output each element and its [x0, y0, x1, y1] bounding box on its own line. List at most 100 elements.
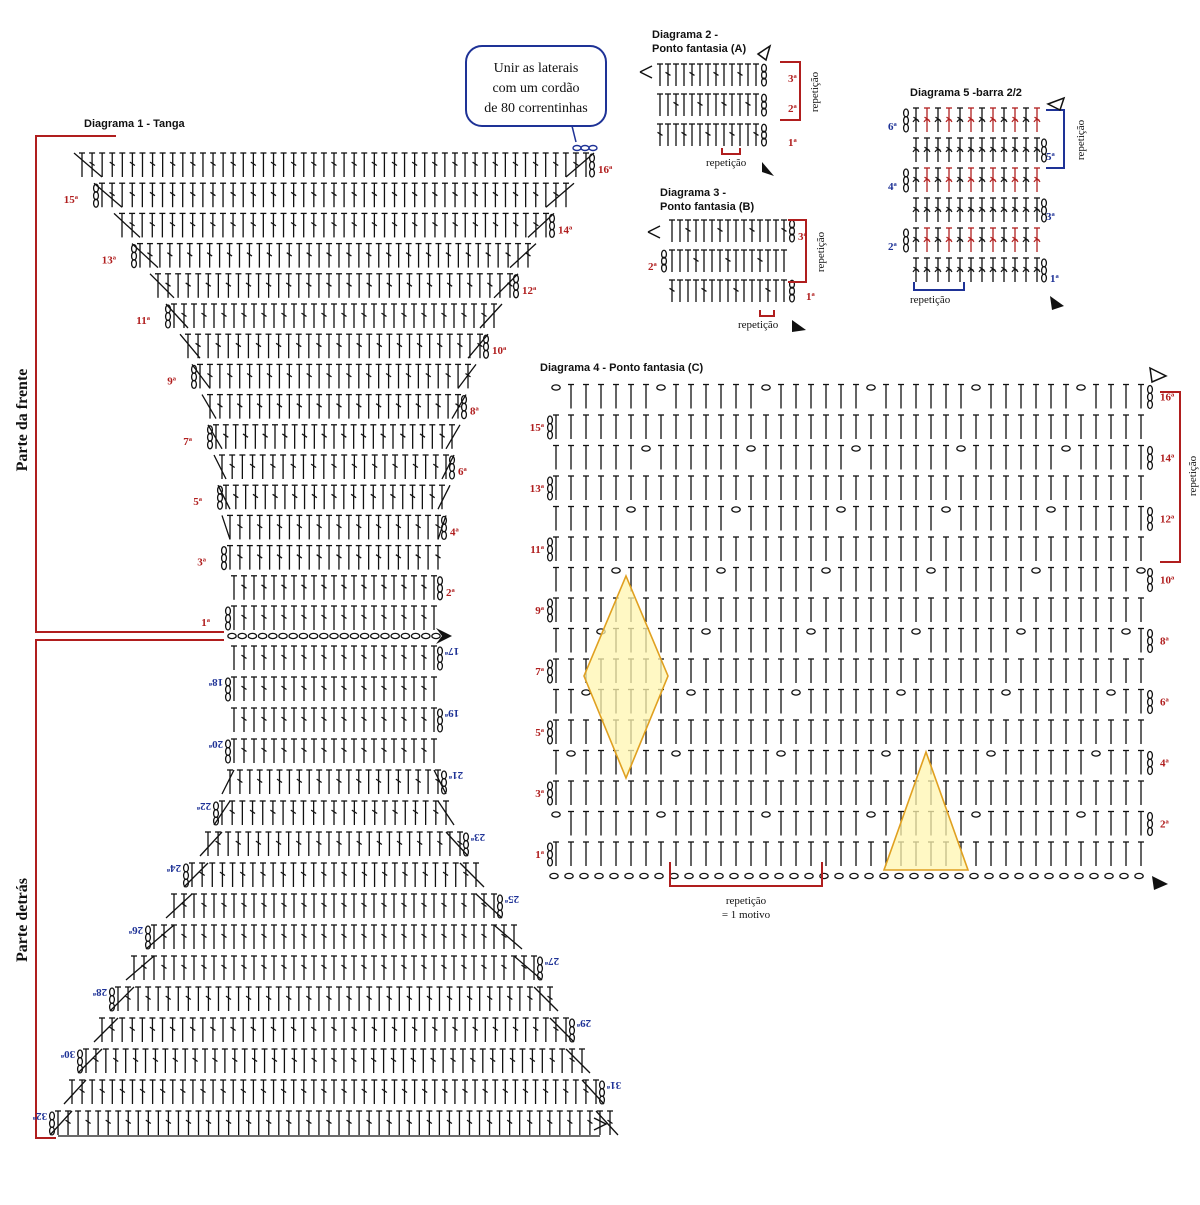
double-crochet-stitch [502, 1080, 508, 1104]
half-double-stitch [793, 659, 799, 683]
half-double-stitch [883, 507, 889, 531]
half-double-stitch [456, 1111, 462, 1135]
half-double-stitch [405, 515, 411, 539]
front-row-number: 3ª [197, 557, 207, 569]
half-double-stitch [271, 677, 277, 701]
chain-stitch [422, 633, 430, 638]
half-double-stitch [523, 153, 529, 177]
half-double-stitch [853, 629, 859, 653]
half-double-stitch [251, 708, 257, 732]
half-double-stitch [231, 894, 237, 918]
half-double-stitch [898, 385, 904, 409]
double-crochet-stitch [607, 1111, 613, 1135]
chain-stitch [228, 633, 236, 638]
double-crochet-stitch [470, 1049, 476, 1073]
double-crochet-stitch [425, 364, 431, 388]
diagram-2-top-arrow-icon [758, 46, 770, 60]
double-crochet-stitch [311, 1018, 317, 1042]
half-double-stitch [1003, 781, 1009, 805]
half-double-stitch [271, 739, 277, 763]
half-double-stitch [220, 183, 226, 207]
half-double-stitch [400, 1049, 406, 1073]
half-double-stitch [745, 124, 751, 146]
double-crochet-stitch [226, 987, 232, 1011]
half-double-stitch [1018, 476, 1024, 500]
double-crochet-stitch [441, 956, 447, 980]
half-double-stitch [643, 476, 649, 500]
diagram-4-start-arrow-icon [1152, 876, 1168, 890]
half-double-stitch [139, 153, 145, 177]
half-double-stitch [1033, 598, 1039, 622]
half-double-stitch [898, 568, 904, 592]
half-double-stitch [673, 124, 679, 146]
half-double-stitch [235, 274, 241, 298]
front-row-number: 7ª [183, 436, 193, 448]
half-double-stitch [1048, 751, 1054, 775]
half-double-stitch [207, 395, 213, 419]
half-double-stitch [1033, 812, 1039, 836]
double-crochet-stitch [382, 863, 388, 887]
half-double-stitch [598, 415, 604, 439]
double-crochet-stitch [447, 987, 453, 1011]
diagram-3-title-2: Ponto fantasia (B) [660, 201, 754, 213]
double-crochet-stitch [321, 425, 327, 449]
double-crochet-stitch [281, 576, 287, 600]
half-double-stitch [171, 925, 177, 949]
chain-stitch [942, 507, 950, 512]
half-double-stitch [276, 274, 282, 298]
chain-stitch [897, 690, 905, 695]
double-crochet-stitch [697, 94, 703, 116]
half-double-stitch [79, 153, 85, 177]
half-double-stitch [231, 304, 237, 328]
half-double-stitch [471, 894, 477, 918]
double-crochet-stitch [302, 425, 308, 449]
half-double-stitch [741, 250, 747, 272]
half-double-stitch [733, 842, 739, 866]
half-double-stitch [703, 720, 709, 744]
half-double-stitch [1048, 568, 1054, 592]
double-crochet-stitch [689, 64, 695, 86]
half-double-stitch [286, 515, 292, 539]
half-double-stitch [713, 124, 719, 146]
half-double-stitch [613, 415, 619, 439]
half-double-stitch [1063, 781, 1069, 805]
half-double-stitch [808, 720, 814, 744]
double-crochet-stitch [331, 485, 337, 509]
double-crochet-stitch [145, 1111, 151, 1135]
chain-stitch [612, 568, 620, 573]
half-double-stitch [613, 842, 619, 866]
half-double-stitch [1123, 598, 1129, 622]
half-double-stitch [868, 659, 874, 683]
half-double-stitch [407, 334, 413, 358]
double-crochet-stitch [466, 1111, 472, 1135]
half-double-stitch [1093, 659, 1099, 683]
half-double-stitch [361, 213, 367, 237]
double-crochet-stitch [366, 987, 372, 1011]
chain-stitch [1030, 873, 1038, 878]
half-double-stitch [391, 956, 397, 980]
diagram-5-title: Diagrama 5 -barra 2/2 [910, 87, 1022, 99]
double-crochet-stitch [437, 334, 443, 358]
half-double-stitch [808, 476, 814, 500]
half-double-stitch [286, 334, 292, 358]
increase-edge [222, 515, 230, 539]
double-crochet-stitch [376, 770, 382, 794]
double-crochet-stitch [311, 213, 317, 237]
half-double-stitch [673, 659, 679, 683]
double-crochet-stitch [417, 334, 423, 358]
join-sides-note: Unir as laterais com um cordão de 80 cor… [466, 46, 606, 151]
double-crochet-stitch [321, 606, 327, 630]
half-double-stitch [300, 455, 306, 479]
double-crochet-stitch [429, 485, 435, 509]
double-crochet-stitch [257, 515, 263, 539]
half-double-stitch [553, 415, 559, 439]
double-crochet-stitch [281, 677, 287, 701]
half-double-stitch [913, 446, 919, 470]
half-double-stitch [440, 1049, 446, 1073]
diagram-3-start-arrow-icon [792, 320, 806, 332]
double-crochet-stitch [427, 274, 433, 298]
double-crochet-stitch [326, 274, 332, 298]
double-crochet-stitch [266, 364, 272, 388]
chain-stitch [762, 812, 770, 817]
double-crochet-stitch [507, 987, 513, 1011]
